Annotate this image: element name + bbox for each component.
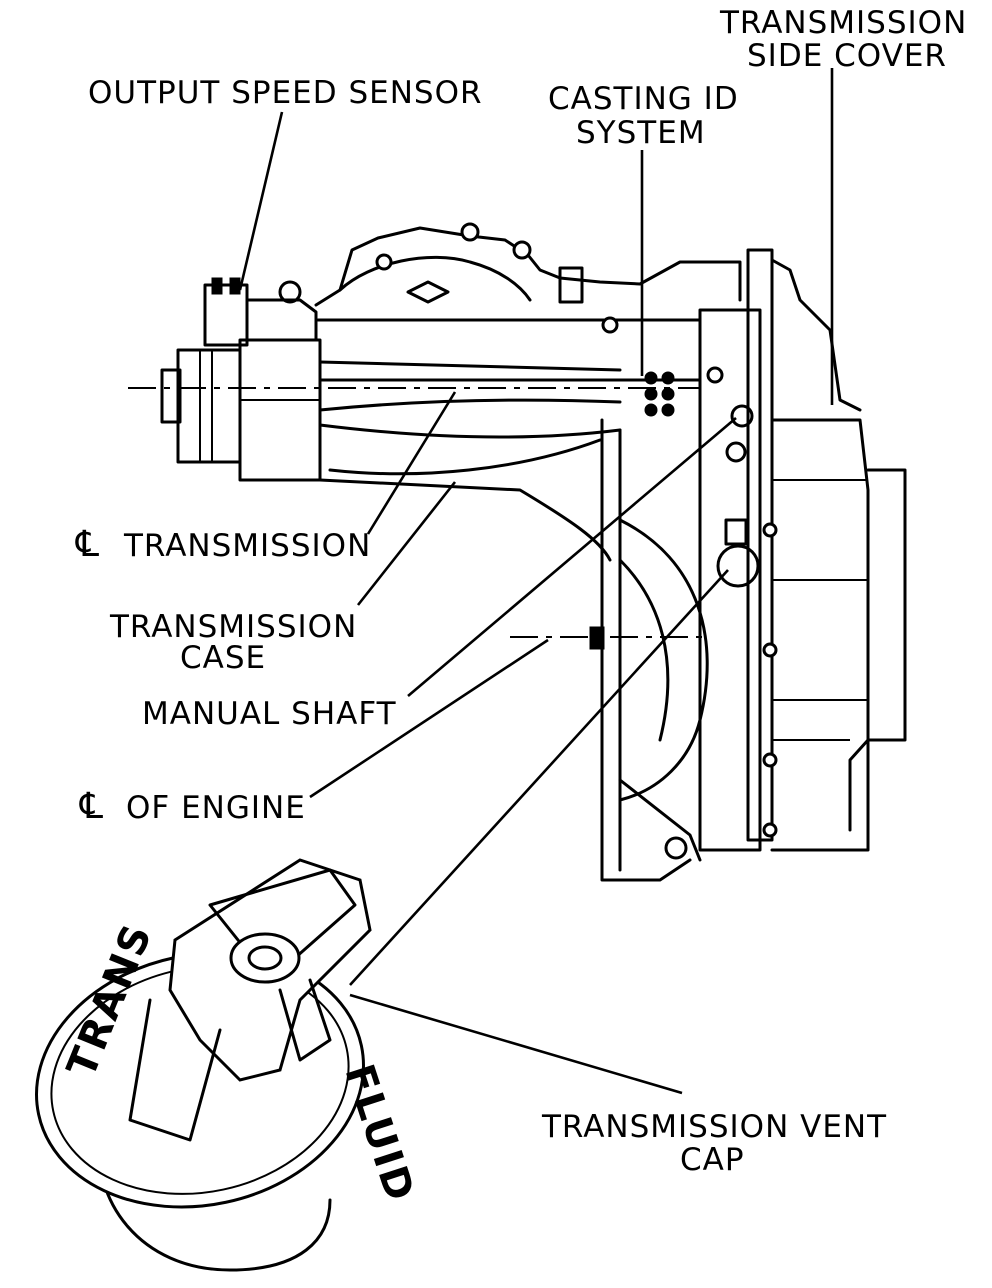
label-vent-cap-line2: CAP — [680, 1142, 745, 1178]
bell-housing — [589, 418, 709, 882]
transmission-assembly — [128, 222, 907, 882]
label-manual-shaft: MANUAL SHAFT — [142, 696, 397, 732]
output-speed-sensor — [203, 277, 318, 347]
manual-shaft — [716, 404, 760, 588]
transmission-side-cover — [698, 248, 907, 852]
casting-id-marks — [644, 371, 675, 417]
label-cl-transmission-symbol: ℄ — [75, 524, 100, 565]
label-vent-cap-line1: TRANSMISSION VENT — [541, 1109, 887, 1145]
label-casting-id-line1: CASTING ID — [548, 81, 739, 117]
label-cl-engine-symbol: ℄ — [79, 786, 104, 827]
label-transmission-case-line1: TRANSMISSION — [109, 609, 357, 645]
label-cl-of-engine: OF ENGINE — [126, 790, 306, 826]
output-housing — [160, 338, 322, 482]
label-casting-id-line2: SYSTEM — [576, 115, 706, 151]
vent-cap: TRANS FLUID — [35, 858, 423, 1272]
label-side-cover-line1: TRANSMISSION — [719, 5, 967, 41]
transmission-case — [314, 222, 742, 562]
leader-lines — [238, 68, 834, 1095]
callout-labels: OUTPUT SPEED SENSOR CASTING ID SYSTEM TR… — [75, 5, 967, 1178]
label-cl-transmission: TRANSMISSION — [123, 528, 371, 564]
vent-cap-fluid-text: FLUID — [335, 1059, 423, 1208]
label-transmission-case-line2: CASE — [180, 640, 266, 676]
label-side-cover-line2: SIDE COVER — [747, 38, 947, 74]
label-output-speed-sensor: OUTPUT SPEED SENSOR — [88, 75, 483, 111]
